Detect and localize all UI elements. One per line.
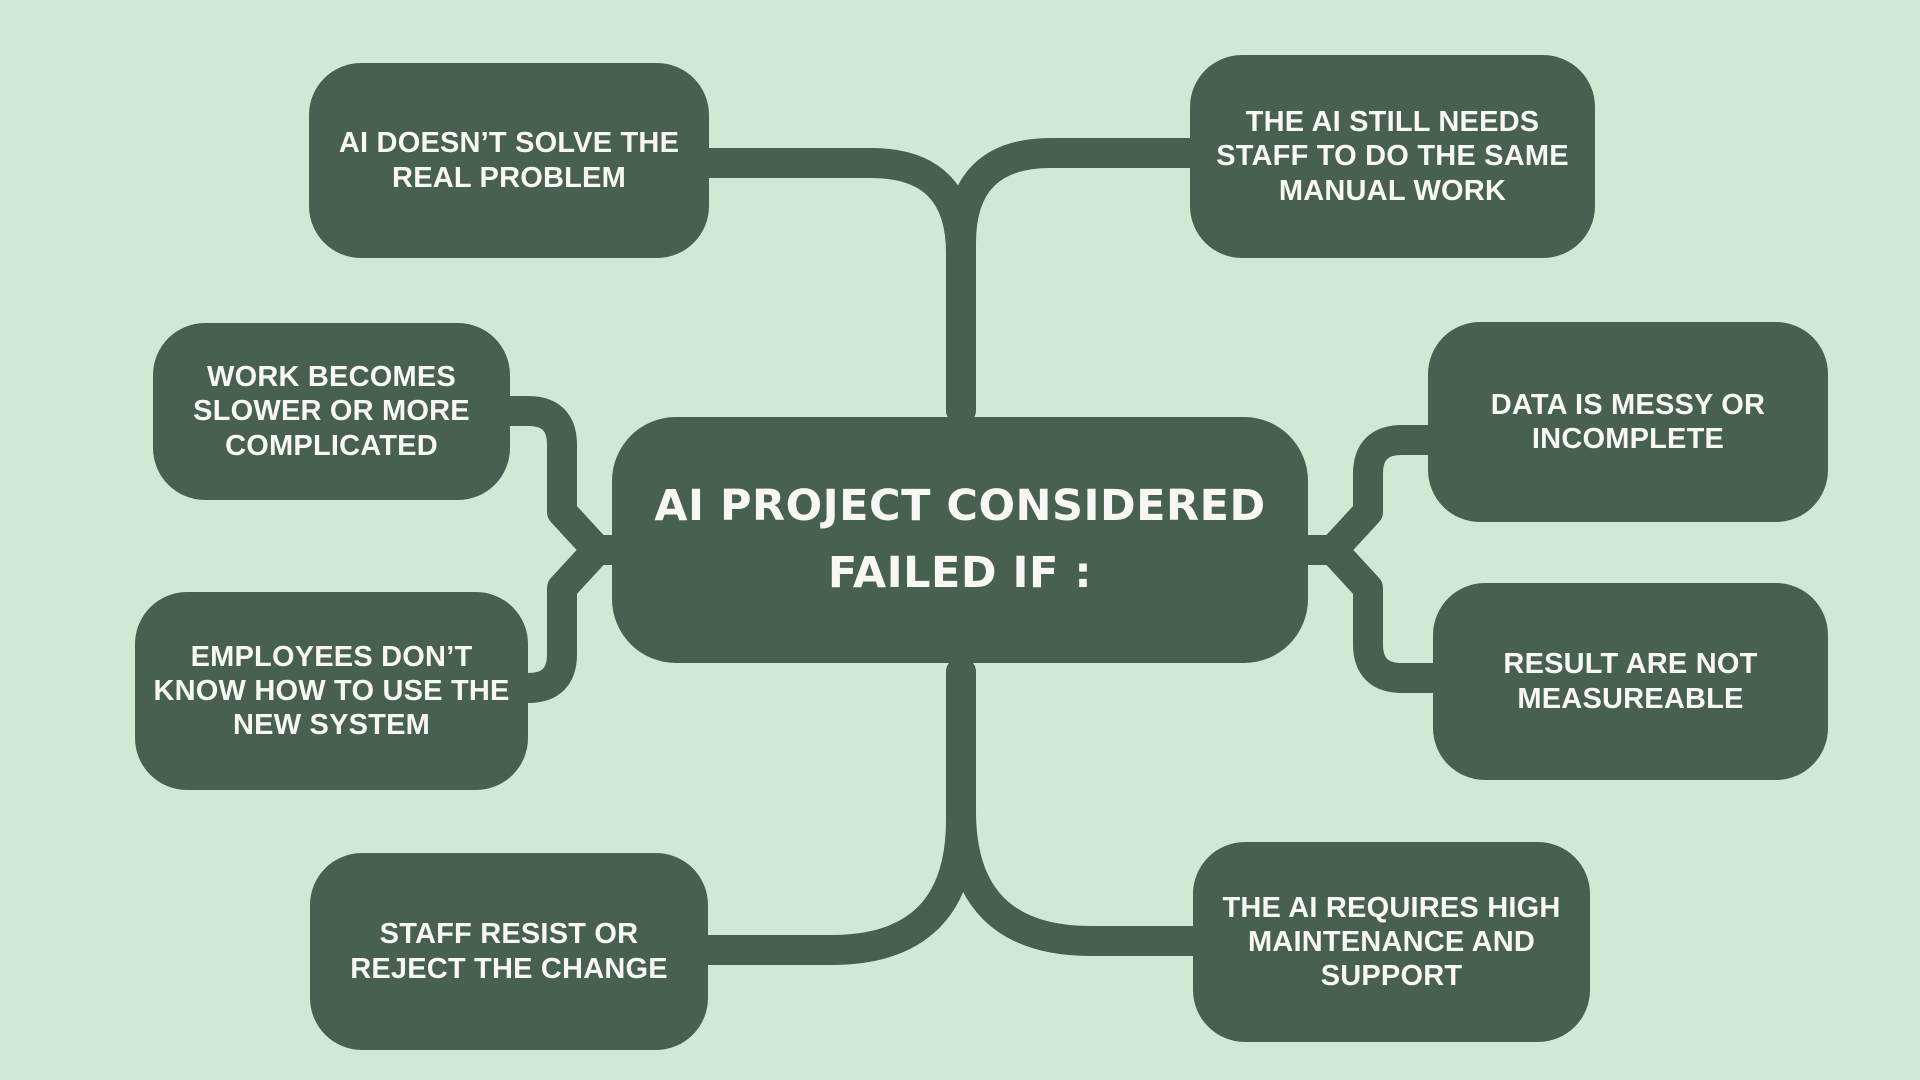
node-top-left-label: AI DOESN’T SOLVE THE REAL PROBLEM [338, 127, 680, 194]
node-left-middle: WORK BECOMES SLOWER OR MORE COMPLICATED [153, 323, 510, 500]
node-bottom-right: THE AI REQUIRES HIGH MAINTENANCE AND SUP… [1193, 842, 1590, 1042]
connector-bottom-left-branch [690, 657, 976, 965]
node-right-bottom-label: RESULT ARE NOT MEASUREABLE [1503, 648, 1758, 715]
node-left-middle-label: WORK BECOMES SLOWER OR MORE COMPLICATED [193, 361, 470, 462]
connector-bottom-right-branch [946, 657, 1213, 956]
node-left-bottom-label: EMPLOYEES DON’T KNOW HOW TO USE THE NEW … [153, 640, 510, 742]
node-bottom-right-label: THE AI REQUIRES HIGH MAINTENANCE AND SUP… [1222, 891, 1561, 993]
node-bottom-left-label: STAFF RESIST OR REJECT THE CHANGE [350, 918, 668, 985]
node-right-middle-label: DATA IS MESSY OR INCOMPLETE [1490, 388, 1766, 455]
center-node-label: AI PROJECT CONSIDERED FAILED IF : [654, 481, 1266, 598]
node-right-bottom: RESULT ARE NOT MEASUREABLE [1433, 583, 1828, 780]
connector-right-brace [1318, 425, 1455, 693]
node-top-left: AI DOESN’T SOLVE THE REAL PROBLEM [309, 63, 709, 258]
connector-top-right-branch [946, 138, 1220, 425]
node-top-right: THE AI STILL NEEDS STAFF TO DO THE SAME … [1190, 55, 1595, 258]
connector-top-left-branch [685, 148, 976, 425]
node-bottom-left: STAFF RESIST OR REJECT THE CHANGE [310, 853, 708, 1050]
center-node: AI PROJECT CONSIDERED FAILED IF : [612, 417, 1308, 663]
node-right-middle: DATA IS MESSY OR INCOMPLETE [1428, 322, 1828, 522]
node-top-right-label: THE AI STILL NEEDS STAFF TO DO THE SAME … [1216, 106, 1569, 207]
node-left-bottom: EMPLOYEES DON’T KNOW HOW TO USE THE NEW … [135, 592, 528, 790]
